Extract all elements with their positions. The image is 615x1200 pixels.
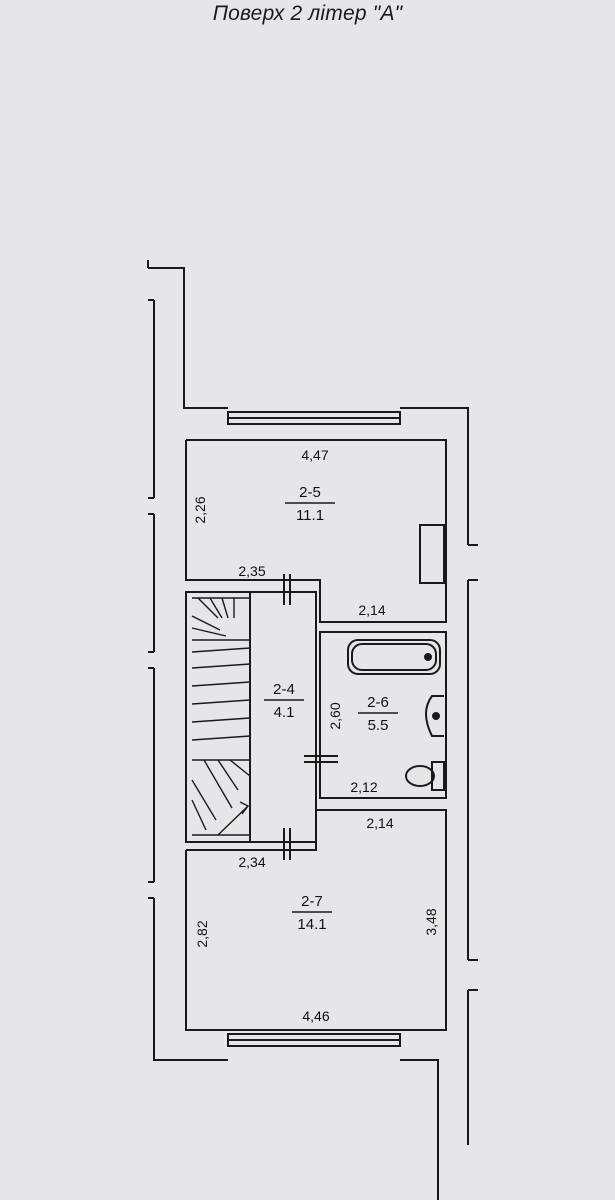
- room-2-4-walls: [185, 591, 317, 843]
- sink-icon: [425, 695, 444, 737]
- bathtub-icon: [347, 639, 441, 675]
- room-2-5-label: 2-5 11.1: [285, 484, 335, 524]
- svg-text:2-4: 2-4: [273, 681, 295, 698]
- window-top: [227, 411, 401, 425]
- svg-text:2-7: 2-7: [301, 893, 323, 910]
- dim-4-46: 4,46: [302, 1008, 329, 1024]
- dim-2-14-top: 2,14: [358, 602, 385, 618]
- stair-treads[interactable]: [191, 597, 251, 836]
- dim-3-48: 3,48: [423, 908, 439, 935]
- dim-2-14-bottom: 2,14: [366, 815, 393, 831]
- dim-2-82: 2,82: [194, 920, 210, 947]
- svg-text:2-6: 2-6: [367, 694, 389, 711]
- dim-2-12: 2,12: [350, 779, 377, 795]
- svg-text:2-5: 2-5: [299, 484, 321, 501]
- room-2-4-label: 2-4 4.1: [264, 681, 304, 721]
- bathtub-inner: [351, 643, 437, 671]
- room-2-7-label: 2-7 14.1: [292, 893, 332, 933]
- outer-wall-right: [400, 407, 478, 1200]
- dim-2-35: 2,35: [238, 563, 265, 579]
- toilet-icon: [405, 761, 445, 791]
- room-2-6-walls: [319, 631, 447, 799]
- window-bottom: [227, 1033, 401, 1047]
- room-2-7-walls: [185, 809, 447, 1031]
- room-2-5-walls: [185, 439, 447, 623]
- dim-2-60: 2,60: [327, 702, 343, 729]
- svg-text:11.1: 11.1: [296, 507, 324, 524]
- svg-text:5.5: 5.5: [368, 717, 389, 734]
- dim-4-47: 4,47: [301, 447, 328, 463]
- svg-text:14.1: 14.1: [297, 916, 326, 933]
- dim-2-34: 2,34: [238, 854, 265, 870]
- dim-2-26: 2,26: [192, 496, 208, 523]
- plan-title: Поверх 2 літер "А": [212, 2, 403, 25]
- outer-wall-left: [147, 260, 228, 1061]
- svg-text:4.1: 4.1: [274, 704, 295, 721]
- room-2-6-label: 2-6 5.5: [358, 694, 398, 734]
